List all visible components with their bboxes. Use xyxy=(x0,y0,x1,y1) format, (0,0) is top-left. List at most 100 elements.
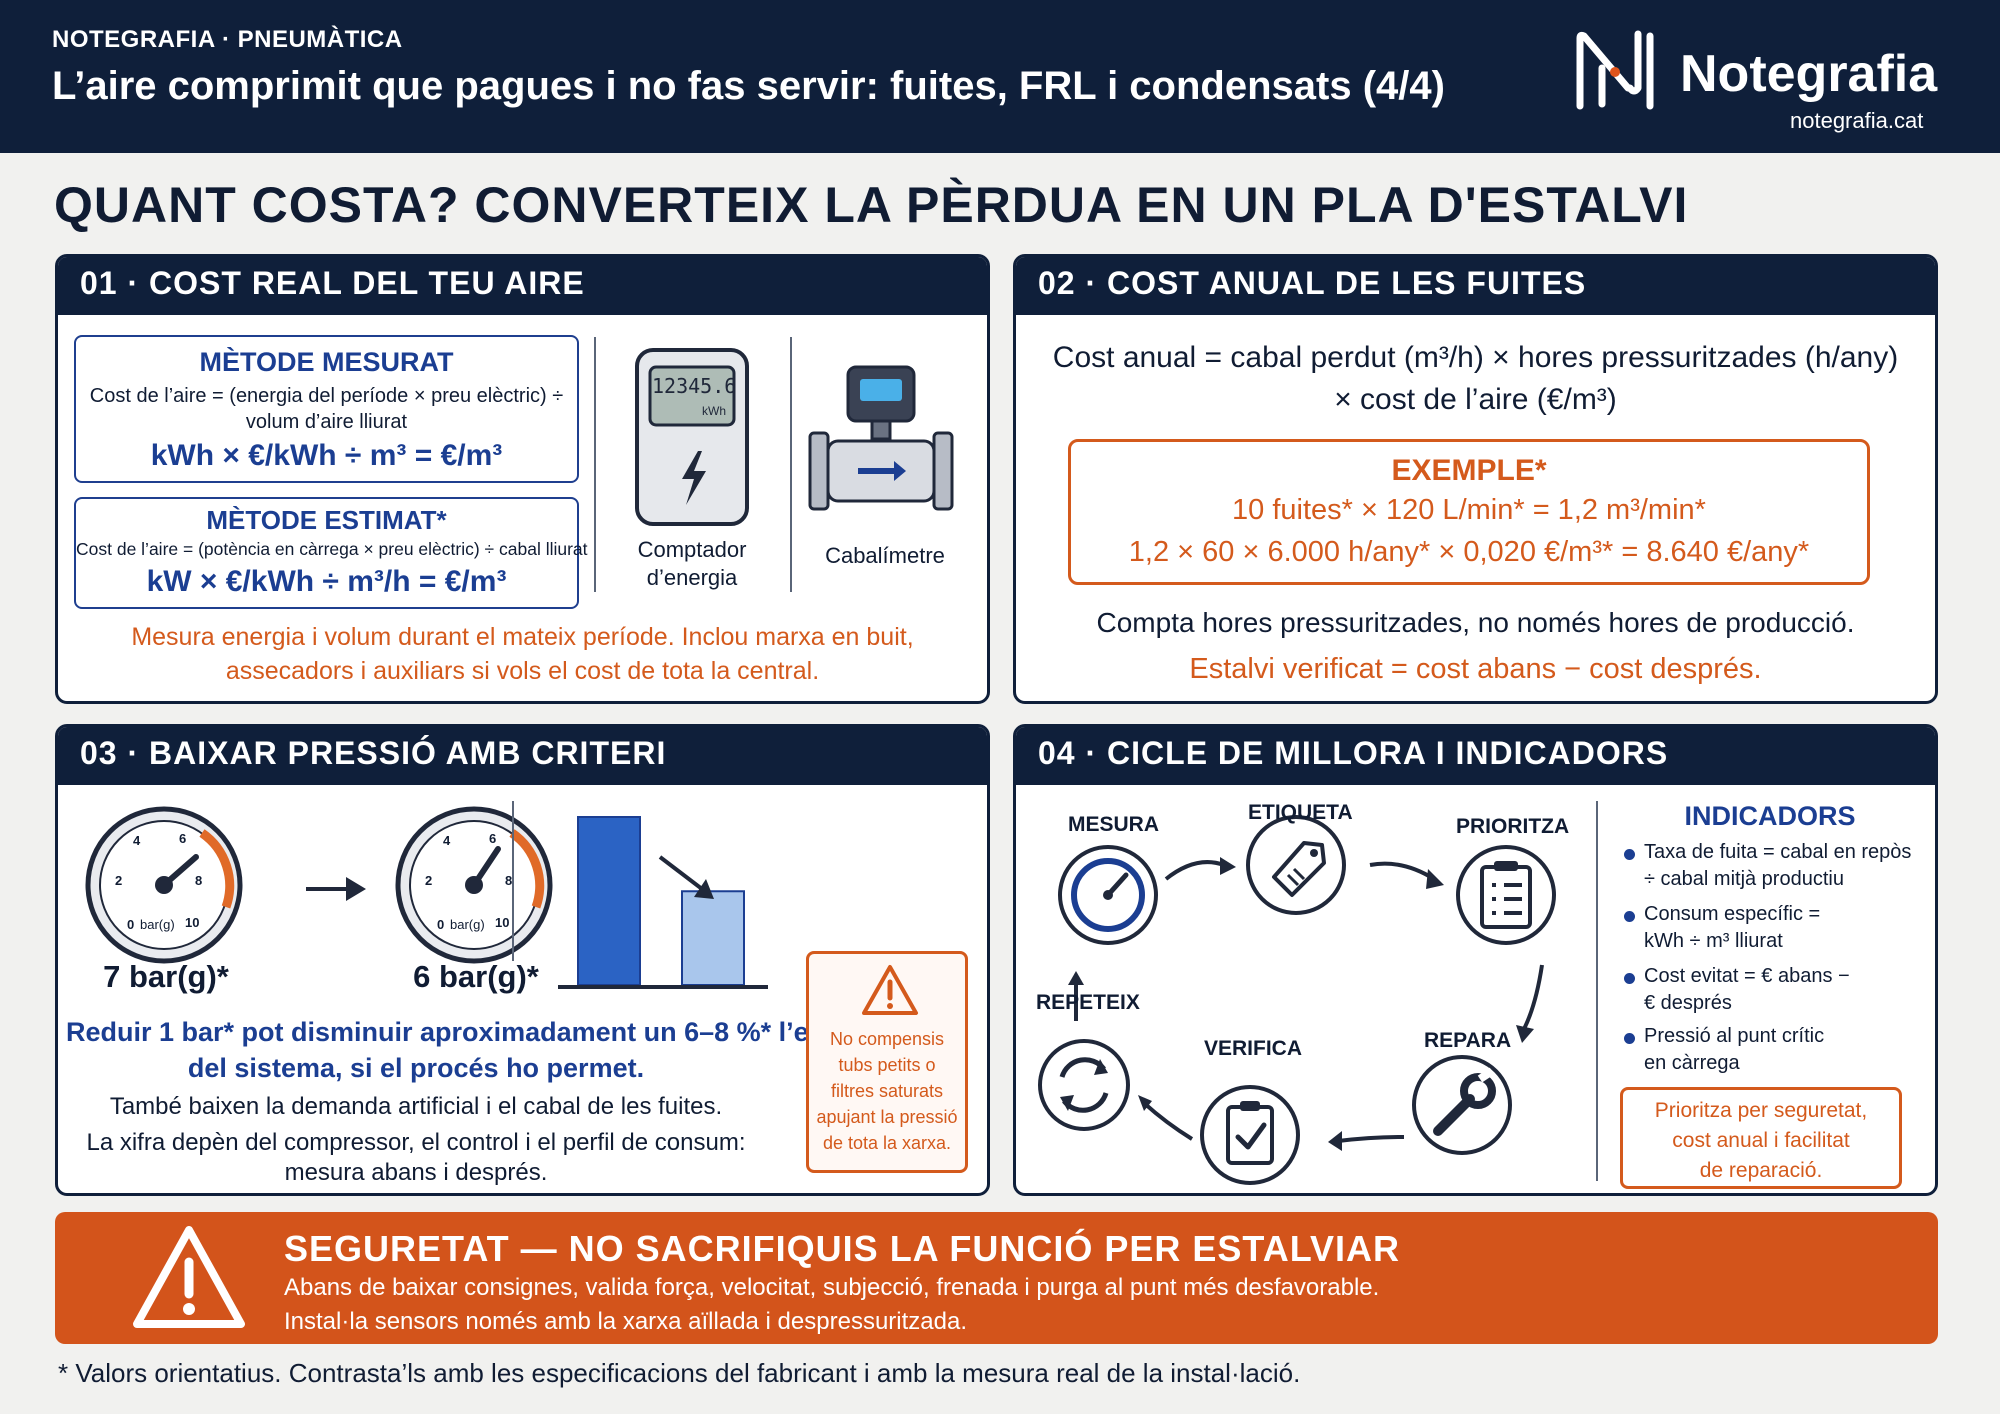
divider xyxy=(594,337,596,592)
divider xyxy=(512,801,514,961)
pressure-text: També baixen la demanda artificial i el … xyxy=(109,1093,723,1120)
brand-name: Notegrafia xyxy=(1680,45,1938,103)
gauge-tick: 0 xyxy=(127,917,135,932)
main-title: QUANT COSTA? CONVERTEIX LA PÈRDUA EN UN … xyxy=(54,177,1689,233)
safety-title: SEGURETAT — NO SACRIFIQUIS LA FUNCIÓ PER… xyxy=(284,1228,1401,1269)
indicator-item: Consum específic = kWh ÷ m³ lliurat xyxy=(1644,901,1820,955)
measured-method-box: MÈTODE MESURAT Cost de l’aire = (energia… xyxy=(74,335,579,483)
step-repeteix: REPETEIX xyxy=(1036,991,1140,1014)
gauge-unit: bar(g) xyxy=(450,917,485,932)
gauge-tick: 6 xyxy=(179,831,187,846)
improvement-cycle-diagram xyxy=(1038,815,1556,1185)
indicator-line: Consum específic = xyxy=(1644,903,1821,925)
panel1-note: Mesura energia i volum durant el mateix … xyxy=(131,623,914,651)
step-verifica: VERIFICA xyxy=(1204,1037,1303,1060)
mesura-gauge-icon xyxy=(1058,845,1158,945)
divider xyxy=(790,337,792,592)
gauge-tick: 10 xyxy=(495,915,510,930)
pressure-warning-box: No compensis tubs petits o filtres satur… xyxy=(806,951,968,1173)
estimated-method-formula: kW × €/kWh ÷ m³/h = €/m³ xyxy=(146,565,507,598)
brand-url[interactable]: notegrafia.cat xyxy=(1790,108,1924,133)
priority-line: de reparació. xyxy=(1699,1159,1823,1182)
indicator-bullet xyxy=(1624,911,1635,922)
gauge-6bar-icon xyxy=(395,806,553,964)
notegrafia-logo-icon xyxy=(1576,30,1654,110)
header-title: L’aire comprimit que pagues i no fas ser… xyxy=(52,64,1445,108)
chart-bar-before xyxy=(577,816,641,986)
energy-meter-icon xyxy=(635,348,749,526)
pressure-highlight: del sistema, si el procés ho permet. xyxy=(187,1053,645,1083)
example-line: 10 fuites* × 120 L/min* = 1,2 m³/min* xyxy=(1232,494,1706,526)
annual-cost-formula: Cost anual = cabal perdut (m³/h) × hores… xyxy=(1052,341,1899,374)
indicator-item: Pressió al punt crític en càrrega xyxy=(1644,1023,1824,1077)
flowmeter-label: Cabalímetre xyxy=(825,543,945,568)
indicator-bullet xyxy=(1624,973,1635,984)
indicator-line: Cost evitat = € abans − xyxy=(1644,965,1850,987)
indicator-bullet xyxy=(1624,849,1635,860)
panel-lower-pressure: 03 · BAIXAR PRESSIÓ AMB CRITERI 0 2 4 6 … xyxy=(55,724,990,1196)
indicator-item: Cost evitat = € abans − € després xyxy=(1644,963,1850,1017)
gauge-tick: 4 xyxy=(443,833,451,848)
example-box: EXEMPLE* 10 fuites* × 120 L/min* = 1,2 m… xyxy=(1068,439,1870,585)
meter-unit: kWh xyxy=(702,404,726,418)
header-kicker: NOTEGRAFIA · PNEUMÀTICA xyxy=(52,26,403,53)
prioritza-clipboard-icon xyxy=(1456,845,1556,945)
pressure-text: La xifra depèn del compressor, el contro… xyxy=(86,1129,746,1156)
step-mesura: MESURA xyxy=(1068,813,1160,836)
step-repara: REPARA xyxy=(1424,1029,1512,1052)
energy-meter-label: Comptador xyxy=(637,537,747,562)
annual-cost-formula: × cost de l’aire (€/m³) xyxy=(1334,383,1617,416)
pressure-text: mesura abans i després. xyxy=(284,1159,548,1186)
safety-warning-icon xyxy=(133,1226,245,1328)
estimated-method-desc: Cost de l’aire = (potència en càrrega × … xyxy=(76,539,588,559)
etiqueta-tag-icon xyxy=(1246,815,1346,915)
panel-heading: 02 · COST ANUAL DE LES FUITES xyxy=(1016,257,1935,315)
gauge-tick: 4 xyxy=(133,833,141,848)
gauge-tick: 8 xyxy=(505,873,513,888)
gauge-tick: 2 xyxy=(425,873,433,888)
safety-line: Instal·la sensors només amb la xarxa aïl… xyxy=(284,1308,967,1335)
panel-heading: 01 · COST REAL DEL TEU AIRE xyxy=(58,257,987,315)
header-bar: NOTEGRAFIA · PNEUMÀTICA L’aire comprimit… xyxy=(0,0,2000,153)
warning-line: filtres saturats xyxy=(830,1081,944,1101)
safety-line: Abans de baixar consignes, valida força,… xyxy=(284,1274,1380,1301)
gauge-tick: 10 xyxy=(185,915,200,930)
safety-banner: SEGURETAT — NO SACRIFIQUIS LA FUNCIÓ PER… xyxy=(55,1212,1938,1344)
pressure-warning-text: No compensis tubs petits o filtres satur… xyxy=(809,1026,965,1156)
indicator-line: kWh ÷ m³ lliurat xyxy=(1644,930,1783,952)
verifica-checklist-icon xyxy=(1200,1085,1300,1185)
gauge-tick: 6 xyxy=(489,831,497,846)
warning-line: de tota la xarxa. xyxy=(822,1133,952,1153)
estimated-method-title: MÈTODE ESTIMAT* xyxy=(206,505,447,535)
panel-cost-real: 01 · COST REAL DEL TEU AIRE MÈTODE MESUR… xyxy=(55,254,990,704)
indicator-line: en càrrega xyxy=(1644,1052,1740,1074)
indicator-line: € després xyxy=(1644,992,1732,1014)
gauge-tick: 8 xyxy=(195,873,203,888)
indicator-line: ÷ cabal mitjà productiu xyxy=(1644,868,1844,890)
gauge-7bar-icon xyxy=(85,806,243,964)
panel-annual-cost: 02 · COST ANUAL DE LES FUITES Cost anual… xyxy=(1013,254,1938,704)
energy-reduction-chart xyxy=(558,816,768,989)
warning-line: tubs petits o xyxy=(838,1055,936,1075)
pressure-highlight: Reduir 1 bar* pot disminuir aproximadame… xyxy=(66,1017,890,1047)
measured-method-desc: Cost de l’aire = (energia del període × … xyxy=(89,385,564,407)
step-etiqueta: ETIQUETA xyxy=(1248,801,1353,824)
flowmeter-icon xyxy=(808,365,954,511)
example-line: 1,2 × 60 × 6.000 h/any* × 0,020 €/m³* = … xyxy=(1128,536,1810,568)
indicator-bullet xyxy=(1624,1033,1635,1044)
priority-line: Prioritza per seguretat, xyxy=(1654,1099,1868,1122)
panel1-note: assecadors i auxiliars si vols el cost d… xyxy=(225,657,820,685)
meter-reading: 12345.6 xyxy=(652,374,737,398)
repara-wrench-icon xyxy=(1412,1055,1512,1155)
indicator-line: Pressió al punt crític xyxy=(1644,1025,1825,1047)
step-prioritza: PRIORITZA xyxy=(1456,815,1570,838)
panel-improvement-cycle: 04 · CICLE DE MILLORA I INDICADORS xyxy=(1013,724,1938,1196)
footnote: * Valors orientatius. Contrasta’ls amb l… xyxy=(58,1358,1301,1388)
priority-line: cost anual i facilitat xyxy=(1672,1129,1850,1152)
measured-method-formula: kWh × €/kWh ÷ m³ = €/m³ xyxy=(150,439,503,472)
pressurized-hours-note: Compta hores pressuritzades, no només ho… xyxy=(1096,607,1855,638)
gauge-tick: 2 xyxy=(115,873,123,888)
panel-heading: 04 · CICLE DE MILLORA I INDICADORS xyxy=(1016,727,1935,785)
verified-savings: Estalvi verificat = cost abans − cost de… xyxy=(1189,653,1762,685)
example-title: EXEMPLE* xyxy=(1391,454,1547,487)
